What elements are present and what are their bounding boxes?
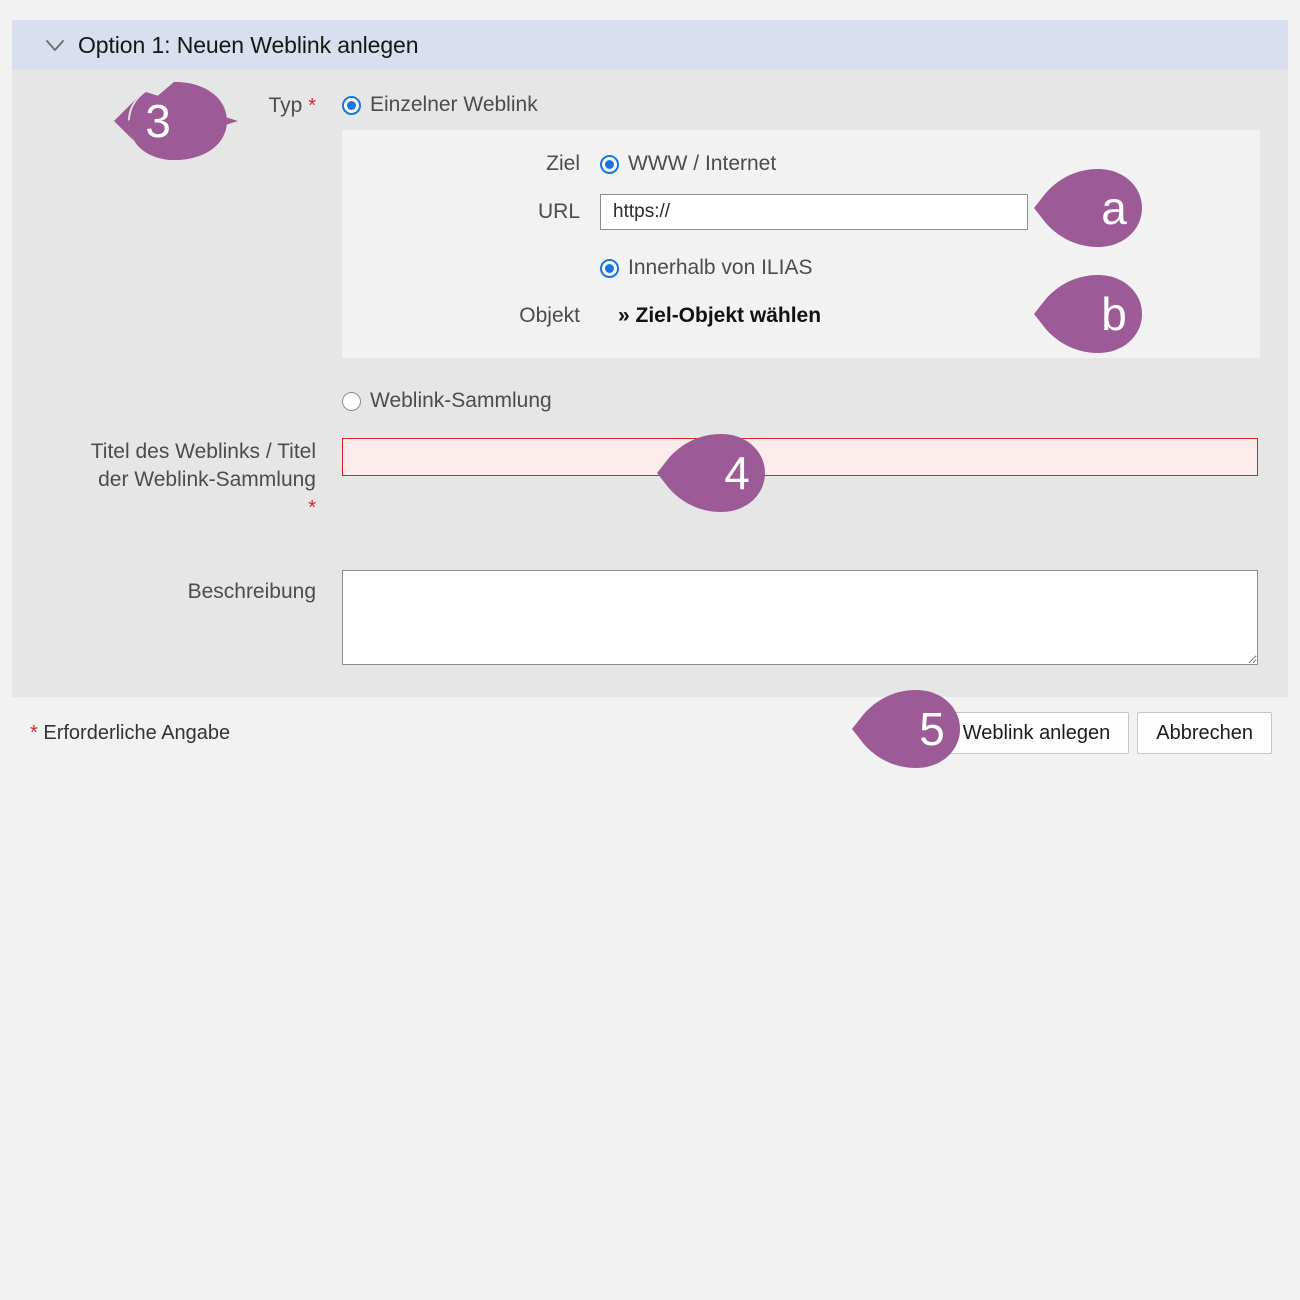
radio-www-internet-icon[interactable] (600, 154, 619, 174)
submit-weblink-button[interactable]: Weblink anlegen (943, 712, 1130, 754)
radio-www-internet[interactable]: WWW / Internet (600, 151, 1260, 177)
title-field (342, 438, 1288, 476)
objekt-row: Objekt » Ziel-Objekt wählen (342, 300, 1260, 332)
cancel-button[interactable]: Abbrechen (1137, 712, 1272, 754)
radio-innerhalb-ilias[interactable]: Innerhalb von ILIAS (600, 255, 1260, 281)
required-note-text: Erforderliche Angabe (43, 721, 231, 744)
radio-einzelner-weblink[interactable]: Einzelner Weblink (342, 92, 1288, 118)
panel-footer: * Erforderliche Angabe Weblink anlegen A… (12, 697, 1288, 769)
footer-actions: Weblink anlegen Abbrechen (943, 712, 1272, 754)
type-label-text: Typ (268, 94, 303, 117)
ziel-label: Ziel (546, 152, 580, 175)
chevron-down-icon[interactable] (42, 32, 68, 58)
title-required-star: * (308, 497, 316, 519)
target-subpanel: Ziel WWW / Internet URL (342, 130, 1260, 358)
objekt-label: Objekt (519, 304, 580, 327)
panel-header[interactable]: Option 1: Neuen Weblink anlegen (12, 20, 1288, 70)
radio-weblink-sammlung[interactable]: Weblink-Sammlung (342, 388, 1288, 414)
url-field (600, 194, 1260, 230)
radio-innerhalb-ilias-icon[interactable] (600, 258, 619, 278)
type-required-star: * (308, 95, 316, 117)
ziel-field: WWW / Internet (600, 151, 1260, 177)
type-row: Typ * Einzelner Weblink Ziel (12, 70, 1288, 414)
panel-body: Typ * Einzelner Weblink Ziel (12, 70, 1288, 697)
select-target-object-link[interactable]: » Ziel-Objekt wählen (618, 304, 822, 327)
title-label: Titel des Weblinks / Titel der Weblink-S… (12, 438, 342, 522)
ilias-row: Innerhalb von ILIAS (342, 252, 1260, 284)
title-row: Titel des Weblinks / Titel der Weblink-S… (12, 438, 1288, 522)
title-input[interactable] (342, 438, 1258, 476)
type-label: Typ * (12, 92, 342, 120)
ilias-field: Innerhalb von ILIAS (600, 255, 1260, 281)
description-field (342, 570, 1288, 665)
weblink-form-panel: Option 1: Neuen Weblink anlegen Typ * Ei… (12, 20, 1288, 769)
ziel-row: Ziel WWW / Internet (342, 148, 1260, 180)
panel-title: Option 1: Neuen Weblink anlegen (78, 31, 419, 58)
radio-weblink-sammlung-icon[interactable] (342, 391, 361, 411)
required-note: * Erforderliche Angabe (30, 722, 230, 745)
required-note-star: * (30, 721, 38, 744)
radio-www-internet-label: WWW / Internet (628, 152, 777, 175)
description-textarea[interactable] (342, 570, 1258, 665)
type-field: Einzelner Weblink Ziel WWW / Internet (342, 92, 1288, 414)
url-label: URL (537, 200, 580, 223)
title-label-line2: der Weblink-Sammlung (98, 468, 316, 491)
radio-einzelner-weblink-icon[interactable] (342, 95, 361, 115)
title-label-line1: Titel des Weblinks / Titel (90, 440, 316, 463)
description-label: Beschreibung (187, 580, 316, 603)
radio-innerhalb-ilias-label: Innerhalb von ILIAS (628, 256, 813, 279)
radio-einzelner-weblink-label: Einzelner Weblink (370, 93, 538, 116)
radio-weblink-sammlung-label: Weblink-Sammlung (370, 389, 552, 412)
url-row: URL (342, 194, 1260, 230)
objekt-field: » Ziel-Objekt wählen (600, 304, 1260, 328)
url-input[interactable] (600, 194, 1028, 230)
description-row: Beschreibung (12, 570, 1288, 697)
